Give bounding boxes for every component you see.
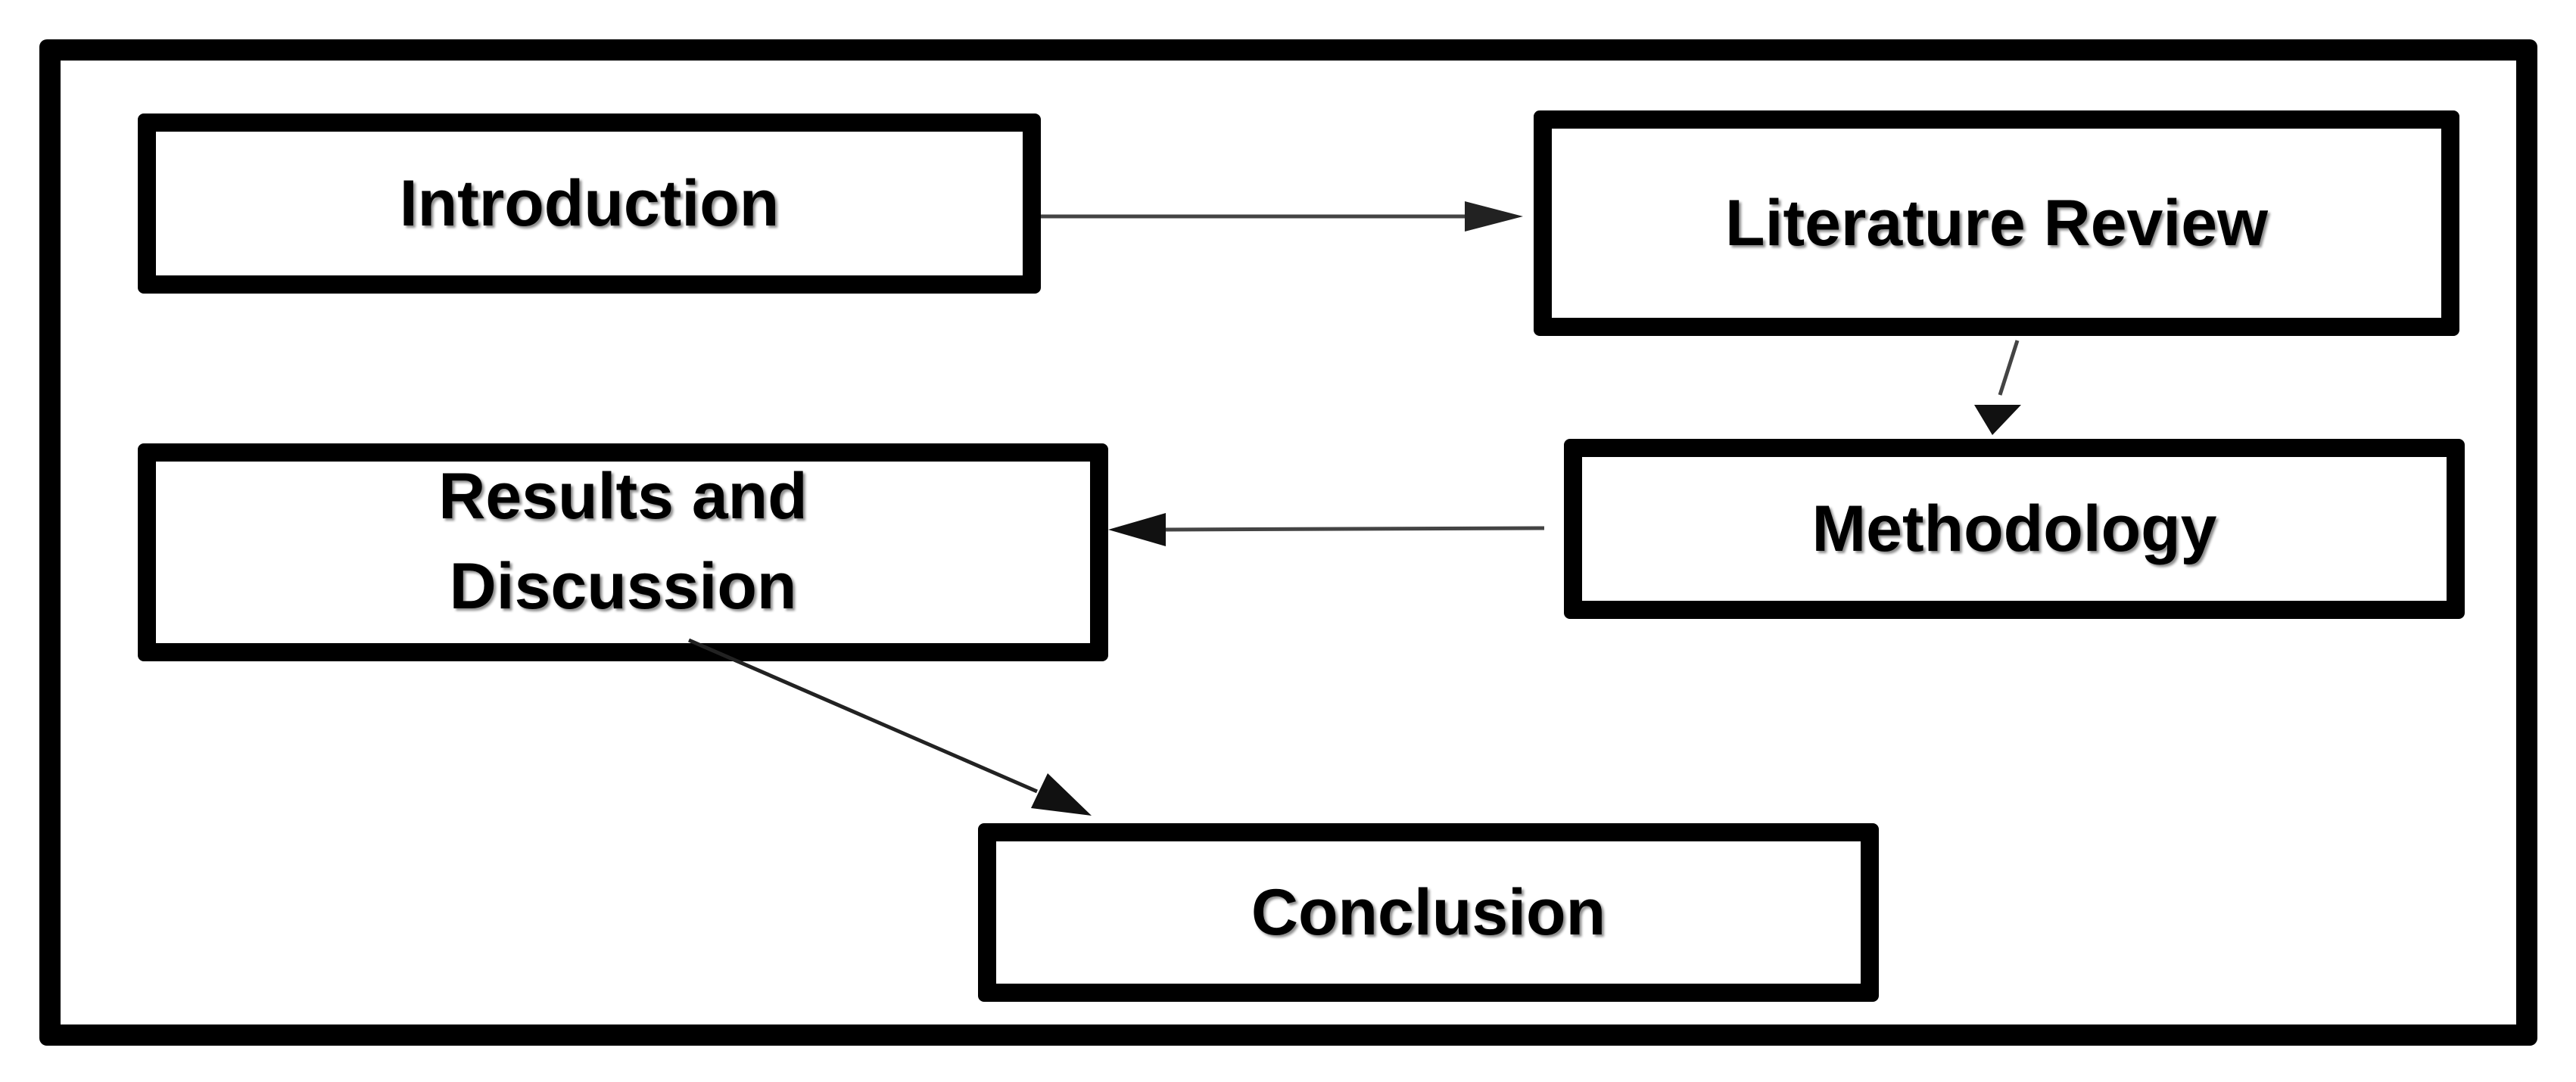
introduction-box: Introduction [138, 113, 1041, 294]
literature-review-box: Literature Review [1534, 110, 2459, 336]
results-discussion-box: Results and Discussion [138, 443, 1108, 661]
outer-frame [39, 39, 2537, 1046]
conclusion-box: Conclusion [978, 823, 1879, 1002]
results-discussion-label: Results and Discussion [438, 460, 808, 623]
conclusion-label: Conclusion [1251, 875, 1606, 949]
literature-review-label: Literature Review [1725, 186, 2268, 260]
methodology-box: Methodology [1564, 439, 2465, 619]
methodology-label: Methodology [1811, 492, 2217, 565]
introduction-label: Introduction [399, 166, 780, 240]
